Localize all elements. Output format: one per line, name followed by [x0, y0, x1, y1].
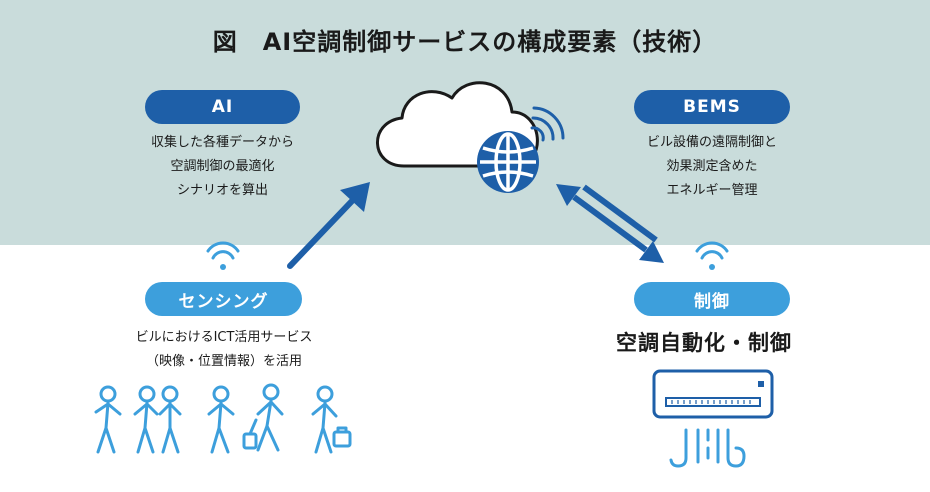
control-big-text: 空調自動化・制御 — [616, 331, 792, 355]
ai-label-pill: AI — [145, 90, 300, 124]
person-with-briefcase-icon — [311, 385, 352, 454]
person-walking-icon-2 — [133, 385, 159, 454]
air-conditioner-icon — [652, 369, 774, 419]
bems-desc-line-1: ビル設備の遠隔制御と — [646, 135, 777, 150]
ai-desc-line-1: 収集した各種データから — [150, 135, 294, 150]
cloud-control-bidirectional-arrow — [556, 184, 664, 263]
ai-desc-line-3: シナリオを算出 — [176, 183, 268, 198]
person-with-suitcase-icon — [242, 383, 284, 452]
person-walking-icon-3 — [158, 385, 182, 454]
ai-label: AI — [211, 97, 234, 117]
diagram-title: 図 AI空調制御サービスの構成要素（技術） — [212, 28, 718, 56]
airflow-icon — [669, 428, 746, 468]
sensing-description: ビルにおけるICT活用サービス （映像・位置情報）を活用 — [90, 326, 358, 374]
sensing-desc-line-2: （映像・位置情報）を活用 — [145, 354, 302, 369]
globe-signal-icon — [530, 106, 565, 142]
people-icons — [94, 383, 352, 454]
bems-description: ビル設備の遠隔制御と 効果測定含めた エネルギー管理 — [598, 131, 826, 203]
control-label-pill: 制御 — [634, 282, 790, 316]
sensing-desc-line-1: ビルにおけるICT活用サービス — [135, 330, 313, 345]
bems-desc-line-2: 効果測定含めた — [666, 159, 758, 174]
sensing-label: センシング — [178, 291, 269, 312]
person-walking-icon-4 — [207, 385, 235, 454]
ai-description: 収集した各種データから 空調制御の最適化 シナリオを算出 — [110, 131, 335, 203]
globe-icon — [477, 131, 539, 193]
wifi-icon-sensing — [206, 241, 240, 270]
person-walking-icon-1 — [94, 385, 122, 454]
wifi-icon-control — [695, 241, 729, 270]
sensing-label-pill: センシング — [145, 282, 302, 316]
bems-label: BEMS — [683, 97, 741, 117]
control-label: 制御 — [694, 291, 730, 312]
ai-desc-line-2: 空調制御の最適化 — [170, 159, 275, 174]
bems-desc-line-3: エネルギー管理 — [666, 183, 758, 198]
sensing-to-cloud-arrow — [287, 182, 370, 269]
bems-label-pill: BEMS — [634, 90, 790, 124]
